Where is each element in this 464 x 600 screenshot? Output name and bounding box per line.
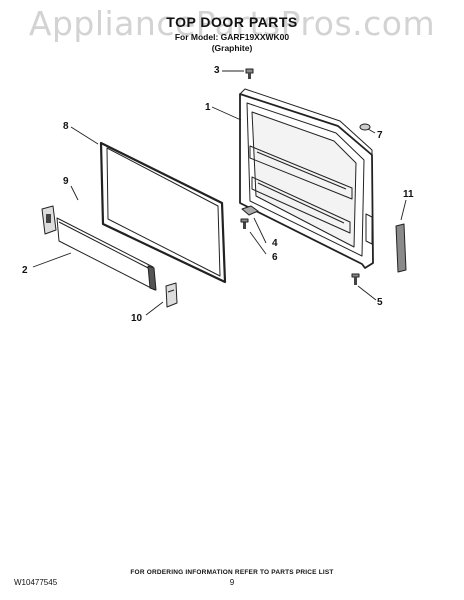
callout-8: 8 [63,121,69,132]
callout-4: 4 [272,238,278,249]
leader-lines [32,70,407,316]
callout-10: 10 [131,313,143,324]
callout-7: 7 [377,130,383,141]
callout-5: 5 [377,297,383,308]
ordering-note: FOR ORDERING INFORMATION REFER TO PARTS … [130,569,334,576]
callout-11: 11 [403,189,414,200]
end-cap [165,282,178,308]
door-assembly [239,88,374,269]
bottom-screw [351,273,360,285]
page-number: 9 [229,578,235,587]
callout-3: 3 [214,65,220,76]
plug-button [359,123,371,131]
color-line: (Graphite) [211,43,253,53]
document-number: W10477545 [14,578,58,587]
page-title: TOP DOOR PARTS [166,14,298,30]
callout-2: 2 [22,265,28,276]
door-stop-screw [245,68,254,79]
hinge-cap [41,205,57,235]
watermark: AppliancePartsPros.com [28,4,436,43]
callout-1: 1 [205,102,211,113]
door-gasket [99,141,227,284]
door-trim-strip [56,217,157,291]
callout-6: 6 [272,252,278,263]
callout-9: 9 [63,176,69,187]
hinge-bracket [240,205,259,229]
door-handle [395,223,407,273]
model-line: For Model: GARF19XXWK00 [174,32,290,42]
